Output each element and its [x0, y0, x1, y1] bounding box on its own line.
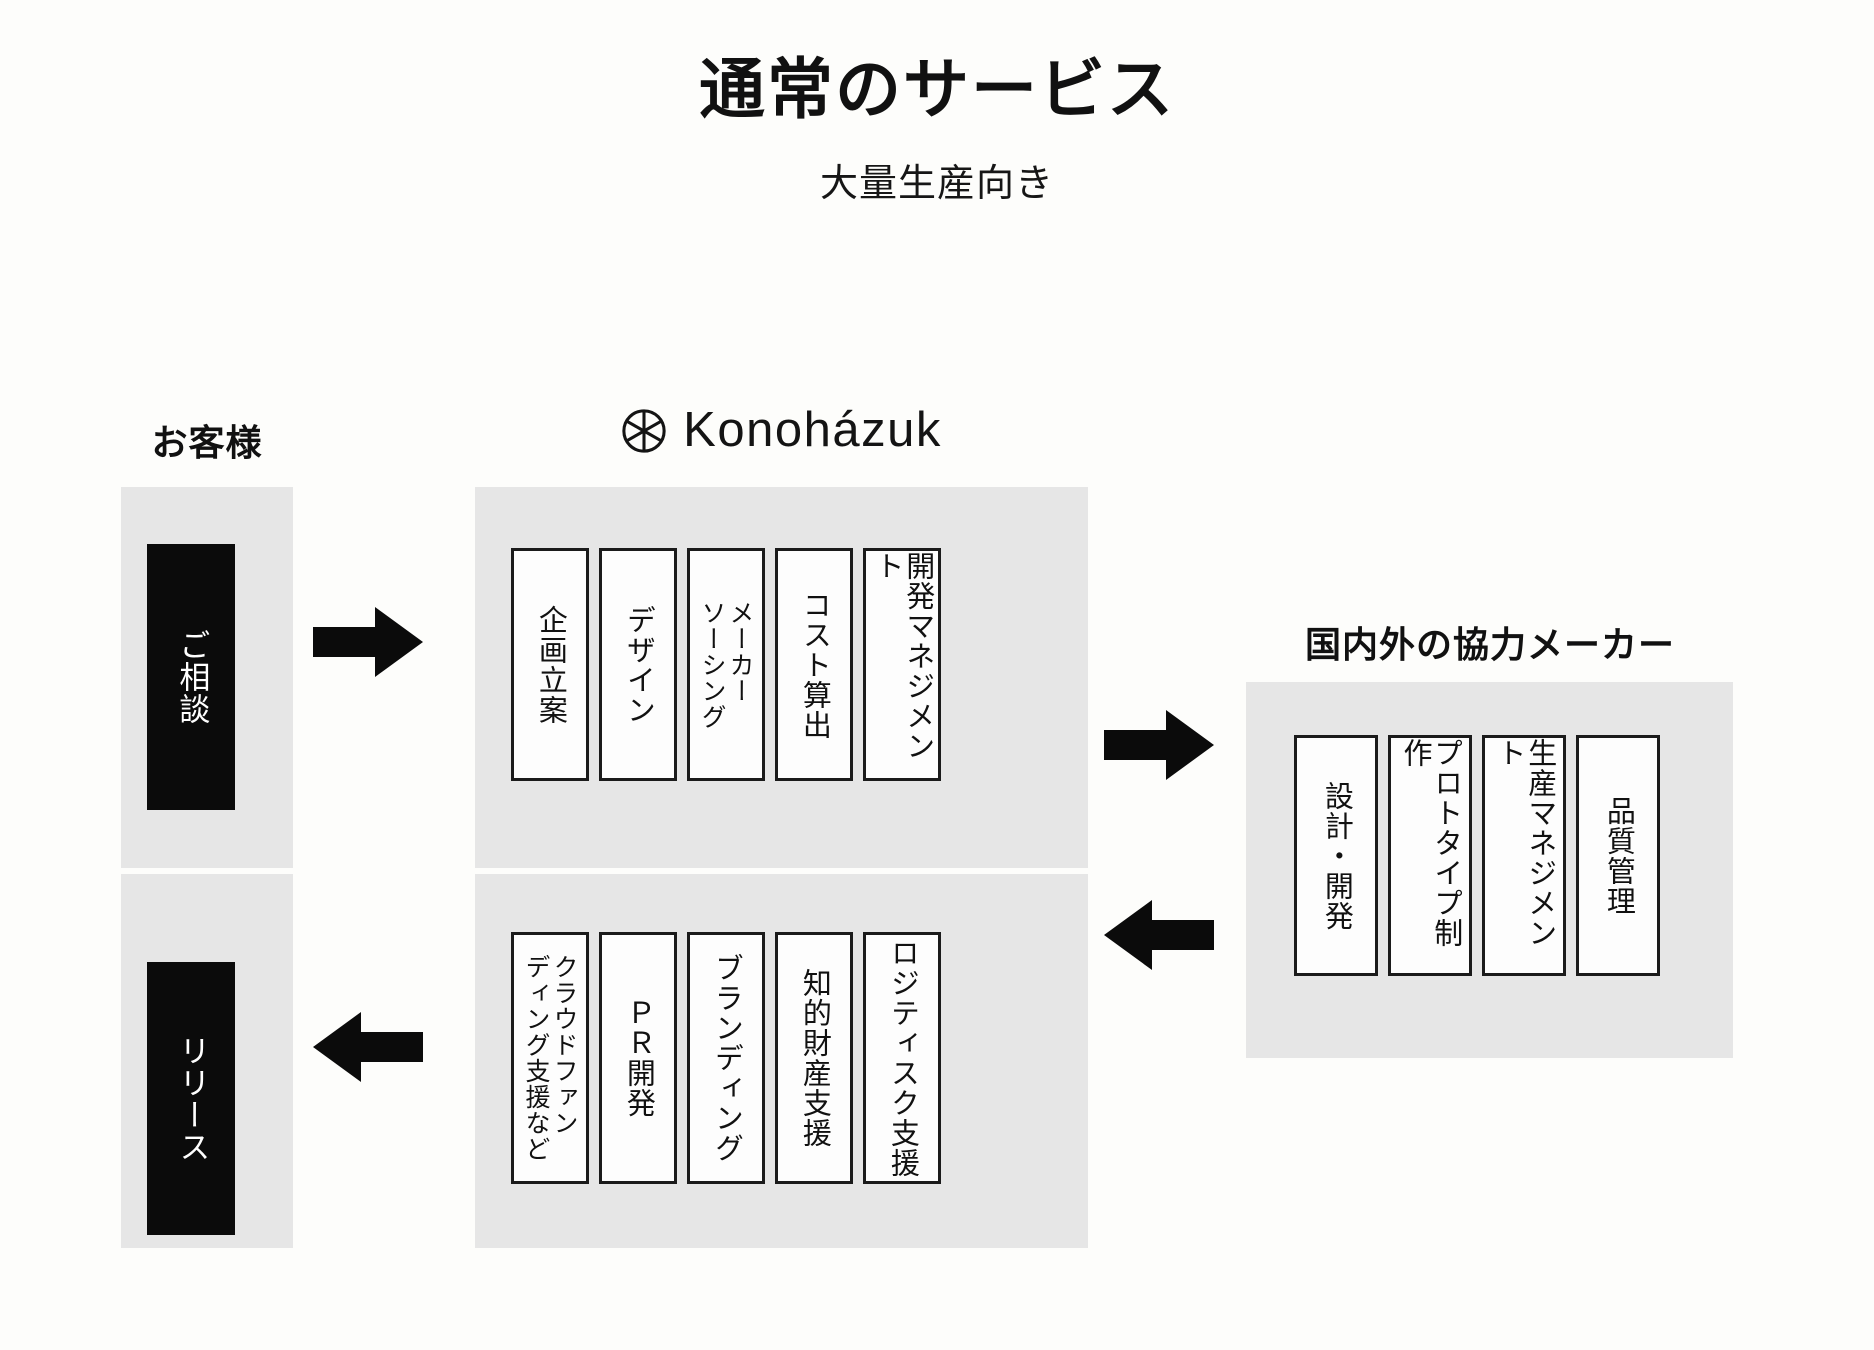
maker-card-label: プロトタイプ制作 — [1399, 738, 1462, 948]
service-card[interactable]: ロジティスク支援 — [863, 932, 941, 1184]
maker-card-label: 設計・開発 — [1320, 780, 1353, 931]
service-card[interactable]: デザイン — [599, 548, 677, 781]
brand-wordmark: Konoházuk — [683, 403, 942, 457]
maker-card[interactable]: 設計・開発 — [1294, 735, 1378, 976]
customer-card-release-label: リリース — [174, 1034, 210, 1163]
customer-panel-consult: ご相談 — [121, 487, 293, 868]
page-title: 通常のサービス — [699, 52, 1175, 126]
maker-card-label: 品質管理 — [1602, 795, 1635, 916]
maker-panel: 設計・開発 プロトタイプ制作 生産マネジメント 品質管理 — [1246, 682, 1733, 1058]
customer-section-heading: お客様 — [151, 422, 263, 463]
service-card-label: コスト算出 — [798, 589, 831, 740]
arrow-left-support-to-release-icon — [313, 1012, 423, 1082]
konohazuk-upstream-card-row: 企画立案 デザイン メーカー ソーシング コスト算出 開発マネジメント — [511, 548, 941, 781]
leaf-circle-icon — [622, 408, 666, 453]
service-card-label: 企画立案 — [534, 604, 567, 725]
service-card[interactable]: メーカー ソーシング — [687, 548, 765, 781]
customer-card-consult-label: ご相談 — [174, 629, 210, 725]
maker-card[interactable]: 品質管理 — [1576, 735, 1660, 976]
service-card[interactable]: ブランディング — [687, 932, 765, 1184]
arrow-left-maker-to-support-icon — [1104, 900, 1214, 970]
service-card[interactable]: ＰＲ開発 — [599, 932, 677, 1184]
maker-card-label: 生産マネジメント — [1493, 738, 1556, 948]
service-card-label: ロジティスク支援 — [886, 938, 919, 1178]
service-card[interactable]: コスト算出 — [775, 548, 853, 781]
service-card[interactable]: 開発マネジメント — [863, 548, 941, 781]
page-subtitle: 大量生産向き — [819, 163, 1054, 205]
service-card-label: 開発マネジメント — [871, 551, 934, 761]
customer-panel-release: リリース — [121, 874, 293, 1248]
service-card-label: ブランディング — [710, 953, 743, 1163]
customer-card-consult[interactable]: ご相談 — [147, 544, 235, 810]
service-card-label: ＰＲ開発 — [622, 998, 655, 1118]
service-card-label: メーカー ソーシング — [698, 599, 754, 730]
brand-logo: Konoházuk — [475, 406, 1088, 455]
maker-card-row: 設計・開発 プロトタイプ制作 生産マネジメント 品質管理 — [1294, 735, 1660, 976]
service-card[interactable]: クラウドファン ディング支援など — [511, 932, 589, 1184]
maker-section-heading: 国内外の協力メーカー — [1304, 624, 1675, 665]
service-card-label: 知的財産支援 — [798, 968, 831, 1148]
konohazuk-panel-upstream: 企画立案 デザイン メーカー ソーシング コスト算出 開発マネジメント — [475, 487, 1088, 868]
service-card-label: クラウドファン ディング支援など — [522, 954, 578, 1162]
service-card[interactable]: 企画立案 — [511, 548, 589, 781]
maker-card[interactable]: プロトタイプ制作 — [1388, 735, 1472, 976]
customer-card-release[interactable]: リリース — [147, 962, 235, 1235]
konohazuk-panel-downstream: クラウドファン ディング支援など ＰＲ開発 ブランディング 知的財産支援 ロジテ… — [475, 874, 1088, 1248]
arrow-right-consult-to-service-icon — [313, 607, 423, 677]
arrow-right-service-to-maker-icon — [1104, 710, 1214, 780]
service-card-label: デザイン — [622, 604, 655, 725]
konohazuk-downstream-card-row: クラウドファン ディング支援など ＰＲ開発 ブランディング 知的財産支援 ロジテ… — [511, 932, 941, 1184]
service-card[interactable]: 知的財産支援 — [775, 932, 853, 1184]
maker-card[interactable]: 生産マネジメント — [1482, 735, 1566, 976]
